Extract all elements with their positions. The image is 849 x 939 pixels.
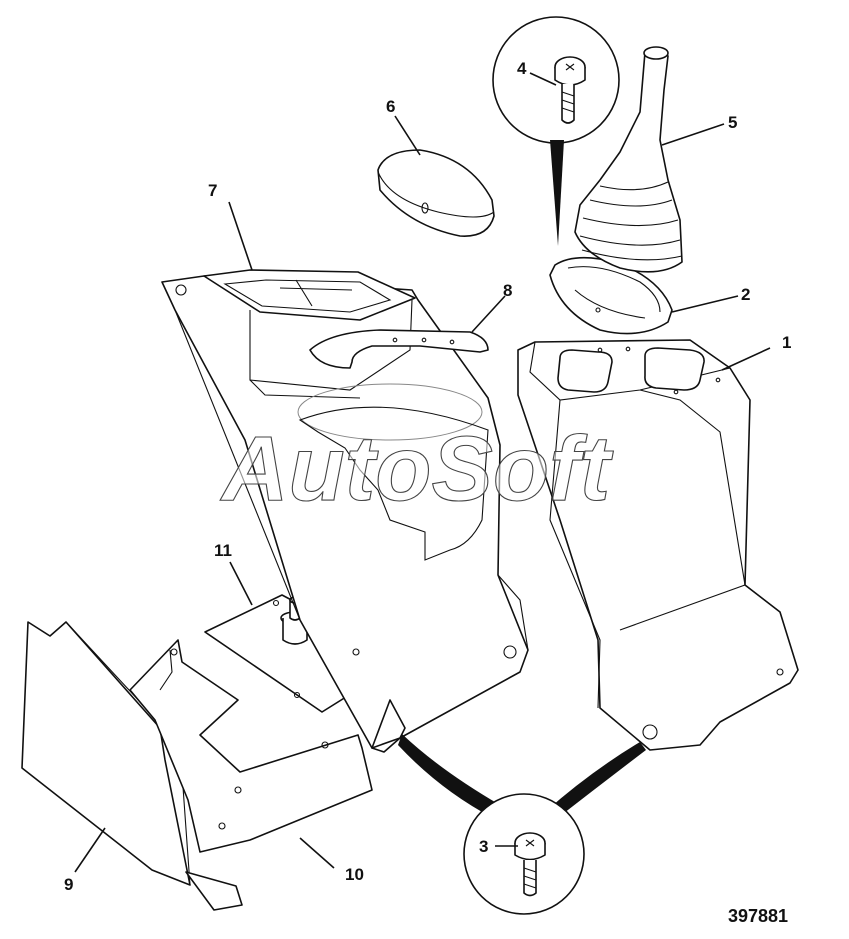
callout-5: 5: [728, 113, 737, 132]
callout-6: 6: [386, 97, 395, 116]
part-5-gaiter-boot: [574, 46, 683, 273]
leader-lines: [74, 72, 771, 873]
part-6-cap: [377, 149, 495, 237]
part-3-bolt-detail: [398, 734, 646, 915]
part-2-retaining-ring: [549, 256, 673, 335]
callout-1: 1: [782, 333, 791, 352]
part-7-console-housing: [161, 269, 529, 753]
figure-number: 397881: [728, 906, 788, 926]
callout-8: 8: [503, 281, 512, 300]
callout-labels: 1 2 3 4 5 6 7 8 9 10 11: [64, 59, 791, 894]
callout-9: 9: [64, 875, 73, 894]
callout-11: 11: [214, 541, 232, 560]
watermark-text: AutoSoft: [220, 418, 614, 520]
part-1-rear-cover: [517, 339, 799, 751]
callout-2: 2: [741, 285, 750, 304]
part-9-side-panel: [21, 621, 243, 911]
part-4-bolt-detail: [492, 16, 620, 246]
callout-4: 4: [517, 59, 527, 78]
callout-7: 7: [208, 181, 217, 200]
callout-10: 10: [345, 865, 364, 884]
part-8-gasket: [309, 329, 489, 369]
callout-3: 3: [479, 837, 488, 856]
part-10-bracket-plate: [129, 639, 373, 853]
